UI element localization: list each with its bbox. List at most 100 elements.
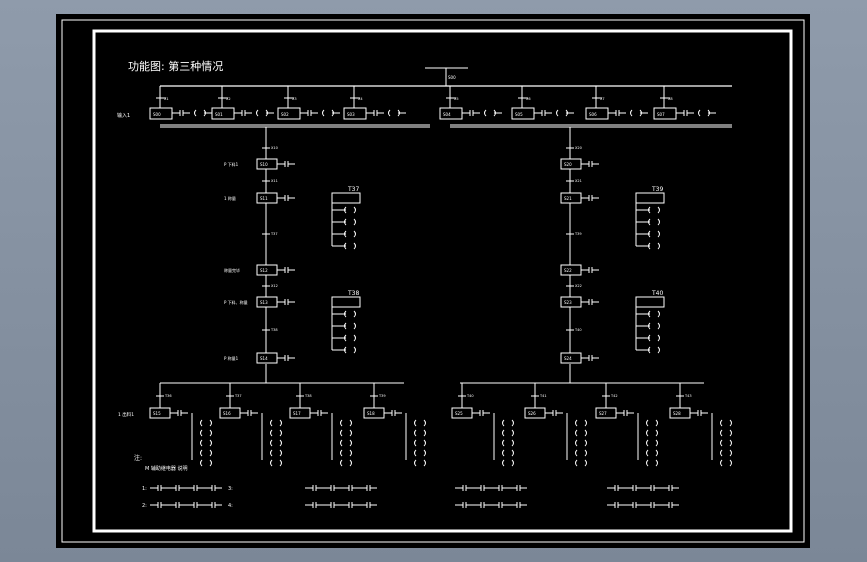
coil-icon [349, 459, 352, 467]
coil-icon [340, 419, 343, 427]
step-label: S24 [564, 356, 572, 361]
coil-icon [322, 109, 325, 117]
coil-icon [209, 429, 212, 437]
step-label: S14 [260, 356, 268, 361]
coil-icon [200, 429, 203, 437]
coil-icon [657, 242, 660, 250]
coil-icon [414, 459, 417, 467]
step-label: S10 [260, 162, 268, 167]
coil-icon [729, 449, 732, 457]
transition-label: X6 [526, 97, 531, 101]
step-label: S13 [260, 300, 268, 305]
coil-icon [502, 459, 505, 467]
coil-icon [575, 449, 578, 457]
legend-title: 注: [134, 454, 142, 462]
coil-icon [502, 449, 505, 457]
coil-icon [209, 449, 212, 457]
step-label: S23 [564, 300, 572, 305]
transition-label: X5 [454, 97, 459, 101]
coil-icon [657, 218, 660, 226]
coil-icon [630, 109, 633, 117]
step-label: S22 [564, 268, 572, 273]
row1-label: 输入1 [117, 112, 130, 119]
coil-icon [256, 109, 259, 117]
coil-icon [511, 419, 514, 427]
coil-icon [720, 449, 723, 457]
step-caption: 称量完毕 [224, 267, 240, 273]
legend-number: 2: [142, 503, 147, 509]
coil-icon [423, 419, 426, 427]
coil-icon [655, 459, 658, 467]
coil-icon [423, 449, 426, 457]
coil-icon [414, 429, 417, 437]
transition-label: X11 [271, 179, 278, 183]
step-label: S26 [528, 411, 536, 416]
coil-icon [200, 449, 203, 457]
timer-box [331, 296, 361, 308]
transition-label: X12 [271, 284, 278, 288]
transition-label: X3 [292, 97, 297, 101]
coil-icon [584, 439, 587, 447]
coil-icon [414, 419, 417, 427]
coil-icon [353, 346, 356, 354]
step-label: S01 [215, 112, 223, 117]
coil-icon [720, 429, 723, 437]
coil-icon [556, 109, 559, 117]
coil-icon [511, 459, 514, 467]
coil-icon [646, 449, 649, 457]
coil-icon [657, 346, 660, 354]
coil-icon [270, 429, 273, 437]
top-step-label: S00 [448, 75, 456, 80]
step-label: S06 [589, 112, 597, 117]
coil-icon [511, 429, 514, 437]
transition-label: T42 [610, 394, 618, 398]
diagram-title: 功能图: 第三种情况 [128, 59, 223, 73]
step-label: S18 [367, 411, 375, 416]
coil-icon [349, 449, 352, 457]
coil-icon [698, 109, 701, 117]
transition-label: X7 [600, 97, 605, 101]
coil-icon [270, 449, 273, 457]
coil-icon [655, 449, 658, 457]
coil-icon [657, 322, 660, 330]
coil-icon [575, 459, 578, 467]
coil-icon [584, 459, 587, 467]
transition-label: T38 [270, 328, 278, 332]
coil-icon [729, 459, 732, 467]
coil-icon [720, 439, 723, 447]
coil-icon [657, 334, 660, 342]
step-label: S27 [599, 411, 607, 416]
step-label: S28 [673, 411, 681, 416]
step-label: S02 [281, 112, 289, 117]
transition-label: X22 [575, 284, 582, 288]
timer-box [635, 192, 665, 204]
transition-label: T41 [539, 394, 547, 398]
output-branch-row: 1 出料1T36S15T37S16T38S17T39S18T40S25T41S2… [118, 382, 732, 467]
coil-icon [194, 109, 197, 117]
coil-icon [502, 439, 505, 447]
coil-icon [270, 419, 273, 427]
step-label: S05 [515, 112, 523, 117]
legend-subtitle: M 辅助继电器 说明 [145, 465, 188, 472]
step-label: S16 [223, 411, 231, 416]
coil-icon [270, 439, 273, 447]
coil-icon [340, 439, 343, 447]
coil-icon [655, 429, 658, 437]
timer-label: T37 [347, 186, 359, 193]
coil-icon [279, 429, 282, 437]
coil-icon [279, 419, 282, 427]
legend-number: 4: [228, 503, 233, 509]
bottom-caption: 1 出料1 [118, 411, 134, 418]
coil-icon [349, 419, 352, 427]
coil-icon [720, 419, 723, 427]
coil-icon [270, 459, 273, 467]
step-label: S21 [564, 196, 572, 201]
coil-icon [511, 439, 514, 447]
transition-label: T38 [304, 394, 312, 398]
timer-label: T40 [651, 290, 663, 297]
coil-icon [353, 334, 356, 342]
coil-icon [279, 459, 282, 467]
